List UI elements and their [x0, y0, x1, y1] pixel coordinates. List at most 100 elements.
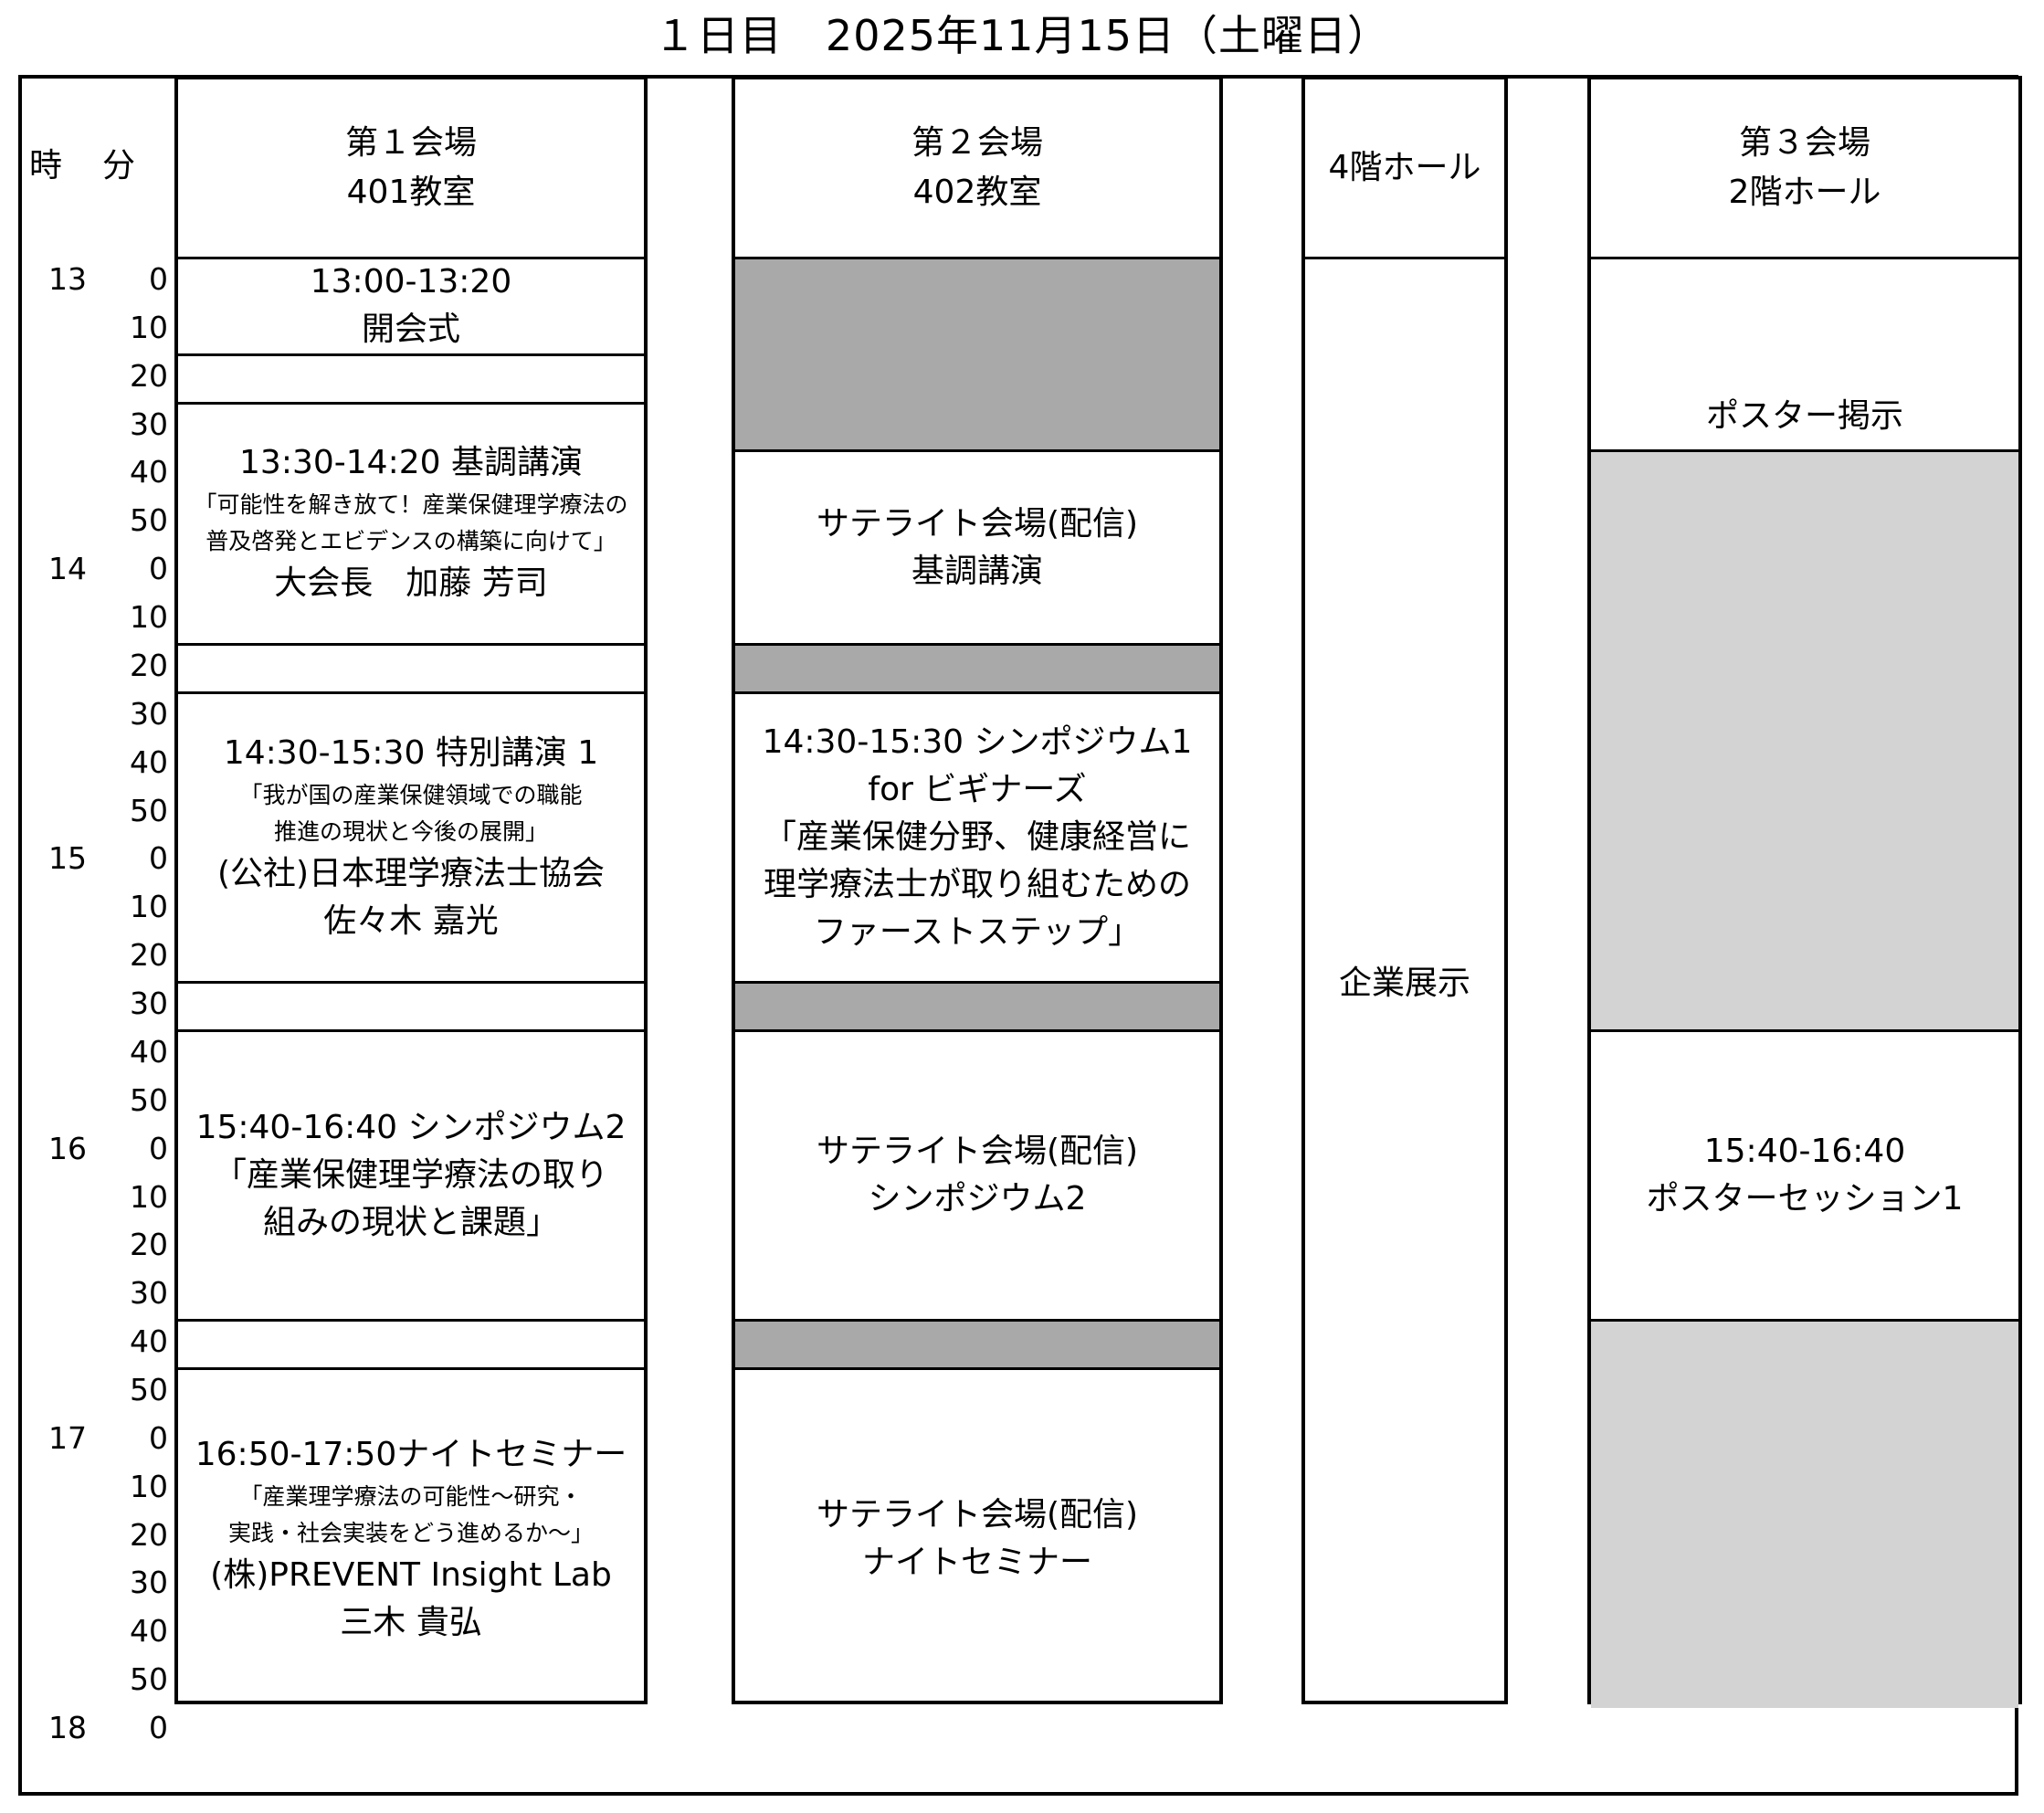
- session-block: 15:40-16:40 ポスターセッション1: [1591, 1032, 2018, 1323]
- venue-name-line: 第２会場: [911, 124, 1043, 162]
- minute-label: 10: [130, 889, 168, 925]
- minute-label: 40: [130, 454, 168, 490]
- session-block: 13:30-14:20 基調講演「可能性を解き放て！産業保健理学療法の普及啓発と…: [178, 405, 644, 646]
- session-text: ポスター掲示: [1705, 397, 1903, 436]
- session-text: シンポジウム2: [868, 1180, 1087, 1218]
- minute-label: 20: [130, 1227, 168, 1263]
- unavailable-slot: [735, 984, 1219, 1032]
- session-text: サテライト会場(配信): [816, 1496, 1139, 1534]
- minute-label: 30: [130, 1565, 168, 1601]
- minute-label: 0: [149, 551, 168, 587]
- minute-label: 40: [130, 743, 168, 780]
- minute-label: 20: [130, 647, 168, 683]
- session-block: 16:50-17:50ナイトセミナー「産業理学療法の可能性～研究・実践・社会実装…: [178, 1370, 644, 1708]
- unavailable-slot: [735, 1322, 1219, 1370]
- hall-4f-timeline: 企業展示: [1305, 259, 1504, 1701]
- session-text: 15:40-16:40 シンポジウム2: [195, 1109, 627, 1147]
- minute-label: 50: [130, 792, 168, 828]
- minute-label: 40: [130, 1323, 168, 1360]
- break-slot: [178, 646, 644, 694]
- break-slot: [178, 356, 644, 405]
- session-text: 「可能性を解き放て！産業保健理学療法の: [194, 491, 628, 519]
- minute-label: 30: [130, 986, 168, 1022]
- venue-1-timeline: 13:00-13:20 開会式 13:30-14:20 基調講演「可能性を解き放て！…: [178, 259, 644, 1701]
- minute-label: 0: [149, 261, 168, 297]
- session-text: 実践・社会実装をどう進めるか～」: [227, 1520, 594, 1547]
- unavailable-slot: [735, 645, 1219, 694]
- session-text: 理学療法士が取り組むための: [763, 865, 1191, 903]
- minute-label: 30: [130, 695, 168, 732]
- venue-name-line: 第１会場: [344, 124, 477, 162]
- session-text: (公社)日本理学療法士協会: [216, 854, 606, 892]
- minute-label: 0: [149, 1710, 168, 1746]
- minute-label: 10: [130, 1468, 168, 1504]
- session-text: 普及啓発とエビデンスの構築に向けて」: [205, 528, 616, 555]
- session-text: 佐々木 嘉光: [323, 901, 499, 940]
- session-text: 14:30-15:30 シンポジウム1: [762, 722, 1193, 761]
- hour-label: 15: [48, 840, 87, 877]
- minute-label: 30: [130, 1275, 168, 1312]
- minute-header: 分: [102, 147, 136, 184]
- minute-label: 10: [130, 599, 168, 636]
- page-title: １日目 2025年11月15日（土曜日）: [653, 11, 1391, 60]
- minute-label: 10: [130, 309, 168, 345]
- unavailable-slot: [1591, 452, 2018, 1032]
- session-text: for ビギナーズ: [868, 770, 1087, 808]
- session-block: サテライト会場(配信)基調講演: [735, 452, 1219, 646]
- minute-label: 0: [149, 1130, 168, 1166]
- break-slot: [178, 1322, 644, 1370]
- session-block: 14:30-15:30 シンポジウム1 for ビギナーズ「産業保健分野、健康経営…: [735, 694, 1219, 985]
- hour-label: 14: [48, 551, 87, 587]
- session-block: ポスター掲示: [1591, 259, 2018, 453]
- session-block: 14:30-15:30 特別講演 1「我が国の産業保健領域での職能推進の現状と今…: [178, 694, 644, 985]
- minute-label: 0: [149, 840, 168, 877]
- minute-label: 0: [149, 1419, 168, 1456]
- minute-label: 50: [130, 1081, 168, 1118]
- venue-name-line: 4階ホール: [1328, 149, 1481, 186]
- session-text: ファーストステップ」: [813, 912, 1142, 951]
- session-text: 「我が国の産業保健領域での職能: [239, 781, 583, 808]
- session-text: ポスターセッション1: [1646, 1180, 1964, 1218]
- minute-label: 40: [130, 1613, 168, 1650]
- session-block: サテライト会場(配信) シンポジウム2: [735, 1032, 1219, 1323]
- session-text: 「産業保健理学療法の取り: [213, 1156, 608, 1195]
- hour-label: 18: [48, 1710, 87, 1746]
- hall-4f-header: 4階ホール: [1305, 79, 1504, 259]
- session-text: 15:40-16:40: [1703, 1133, 1906, 1171]
- minute-label: 30: [130, 406, 168, 442]
- minute-label: 40: [130, 1033, 168, 1070]
- venue-name-line: 402教室: [912, 174, 1042, 211]
- hour-label: 17: [48, 1419, 87, 1456]
- session-text: 企業展示: [1338, 964, 1470, 1003]
- unavailable-slot: [1591, 1322, 2018, 1709]
- session-text: 13:00-13:20: [310, 263, 512, 301]
- session-text: サテライト会場(配信): [816, 1133, 1139, 1171]
- session-block: 企業展示: [1305, 259, 1504, 1708]
- minute-label: 20: [130, 1516, 168, 1553]
- minute-label: 20: [130, 937, 168, 974]
- minute-label: 10: [130, 1178, 168, 1215]
- session-text: 「産業理学療法の可能性～研究・: [239, 1483, 583, 1511]
- hour-label: 13: [48, 261, 87, 297]
- session-text: 13:30-14:20 基調講演: [239, 444, 583, 482]
- session-block: 15:40-16:40 シンポジウム2「産業保健理学療法の取り組みの現状と課題」: [178, 1032, 644, 1323]
- session-block: 13:00-13:20 開会式: [178, 259, 644, 356]
- session-text: 「産業保健分野、健康経営に: [763, 817, 1191, 856]
- hall-4f-column: 4階ホール企業展示: [1301, 76, 1508, 1704]
- session-block: サテライト会場(配信)ナイトセミナー: [735, 1370, 1219, 1708]
- session-text: 大会長 加藤 芳司: [274, 564, 548, 603]
- session-text: 16:50-17:50ナイトセミナー: [195, 1436, 627, 1474]
- minute-label: 20: [130, 357, 168, 394]
- session-text: (株)PREVENT Insight Lab: [210, 1556, 612, 1595]
- venue-2-header: 第２会場 402教室: [735, 79, 1219, 259]
- session-text: 開会式: [361, 311, 460, 349]
- minute-label: 50: [130, 502, 168, 539]
- venue-3-timeline: ポスター掲示 15:40-16:40 ポスターセッション1: [1591, 259, 2018, 1709]
- session-text: 三木 貴弘: [340, 1604, 482, 1642]
- venue-2-column: 第２会場 402教室サテライト会場(配信)基調講演 14:30-15:30 シンポジ…: [732, 76, 1223, 1704]
- session-text: 14:30-15:30 特別講演 1: [223, 733, 599, 772]
